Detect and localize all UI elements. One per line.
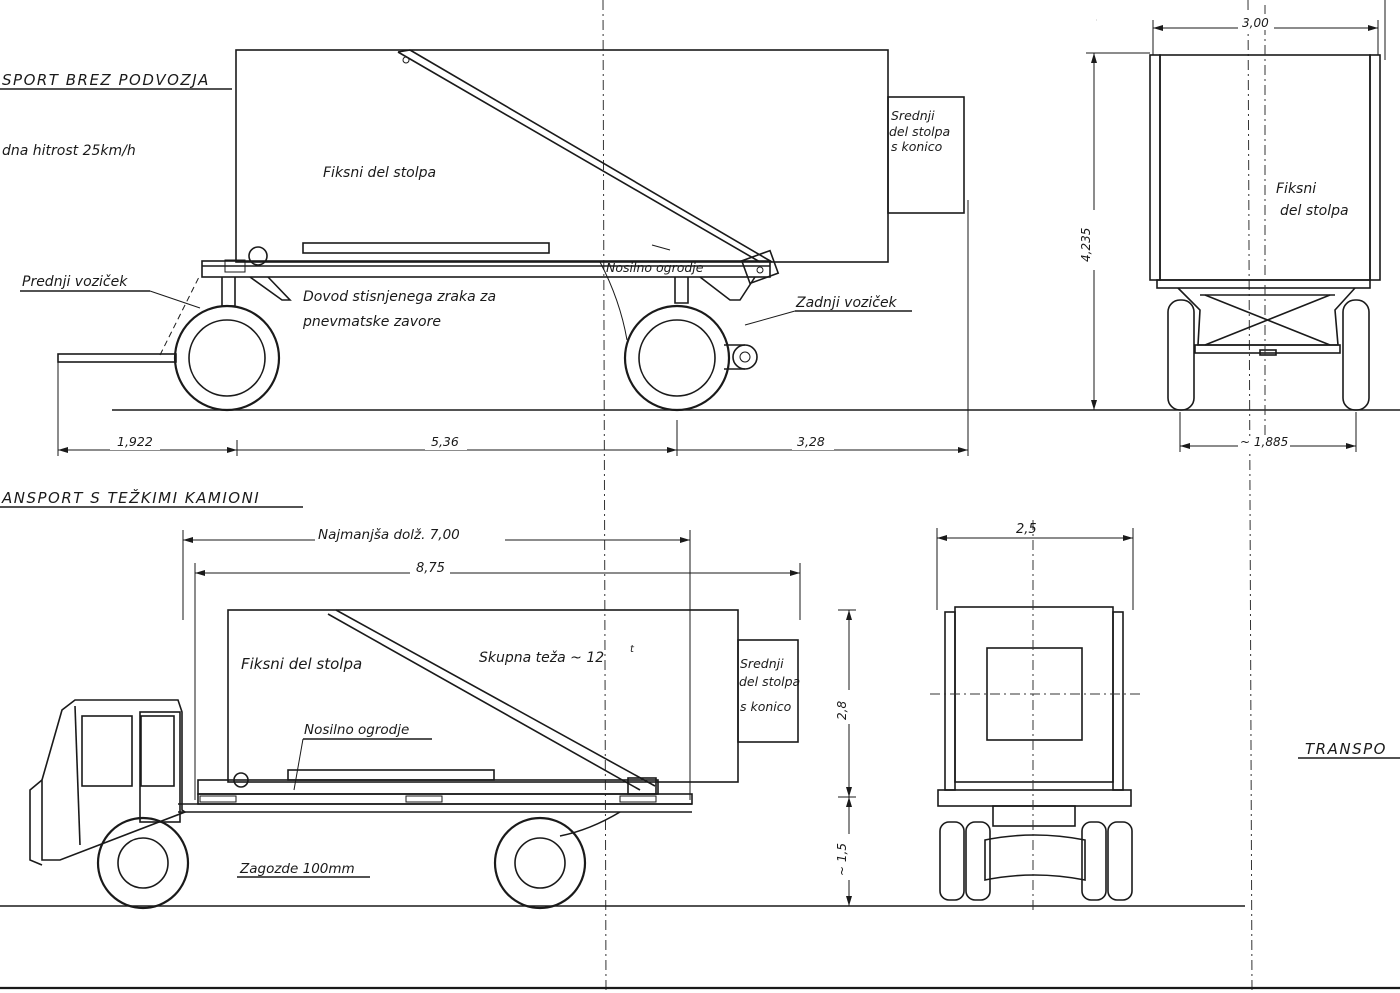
top-trailer-side-view: [57, 49, 1400, 412]
bottom-middle-tower-box: [737, 639, 799, 743]
top-rear-wheel: [623, 304, 731, 412]
bottom-carrier-label: Nosilno ogrodje: [304, 722, 409, 738]
bottom-section-title: ANSPORT S TEŽKIMI KAMIONI: [1, 488, 260, 507]
bottom-middle-label-1: Srednji: [740, 656, 784, 671]
top-front-wheel: [173, 304, 281, 412]
end-track-dim: ~ 1,885: [1240, 435, 1288, 449]
dim-front: 1,922: [117, 434, 153, 449]
wedges-label: Zagozde 100mm: [239, 861, 355, 877]
top-middle-label-1: Srednji: [891, 108, 935, 123]
dim-rear: 3,28: [797, 434, 825, 449]
top-middle-label-3: s konico: [891, 139, 943, 154]
bottom-weight-label: Skupna teža ~ 12: [479, 650, 604, 666]
truck-rear-wheel: [493, 816, 587, 910]
end-label-1: Fiksni: [1276, 181, 1316, 197]
end-height-dim: 4,235: [1079, 228, 1093, 262]
top-fixed-part-label: Fiksni del stolpa: [323, 165, 436, 181]
top-fixed-tower-box: [235, 49, 889, 263]
end-label-2: del stolpa: [1280, 203, 1349, 219]
top-section-title: SPORT BREZ PODVOZJA: [2, 71, 210, 89]
bottom-fixed-part-label: Fiksni del stolpa: [241, 655, 362, 673]
bottom-weight-sup: t: [630, 644, 635, 655]
bottom-fixed-tower-box: [227, 609, 739, 783]
truck-front-wheel: [96, 816, 190, 910]
dim-middle: 5,36: [431, 434, 459, 449]
total-length: 8,75: [416, 561, 445, 576]
bottom-end-width: 2,5: [1016, 522, 1037, 537]
bottom-middle-label-3: s konico: [740, 699, 792, 714]
top-middle-tower-box: [887, 96, 965, 214]
top-middle-label-2: del stolpa: [889, 124, 950, 139]
min-length: Najmanjša dolž. 7,00: [318, 527, 460, 543]
height-lower: ~ 1,5: [835, 843, 849, 876]
air-line-1: Dovod stisnjenega zraka za: [303, 289, 496, 305]
bottom-middle-label-2: del stolpa: [739, 674, 800, 689]
top-dimension-line: [57, 200, 969, 456]
top-carrier-label: Nosilno ogrodje: [606, 260, 704, 275]
air-line-2: pnevmatske zavore: [302, 314, 441, 330]
height-upper: 2,8: [835, 701, 849, 720]
bottom-end-view: [930, 520, 1140, 910]
bottom-truck-side-view: [0, 609, 1245, 910]
rear-cart-label: Zadnji voziček: [795, 295, 898, 311]
front-cart-label: Prednji voziček: [22, 274, 128, 290]
top-end-view: [1086, 5, 1381, 452]
speed-note: dna hitrost 25km/h: [2, 143, 136, 159]
end-width-dim: 3,00: [1242, 16, 1269, 30]
right-edge-title: TRANSPO: [1305, 740, 1387, 758]
